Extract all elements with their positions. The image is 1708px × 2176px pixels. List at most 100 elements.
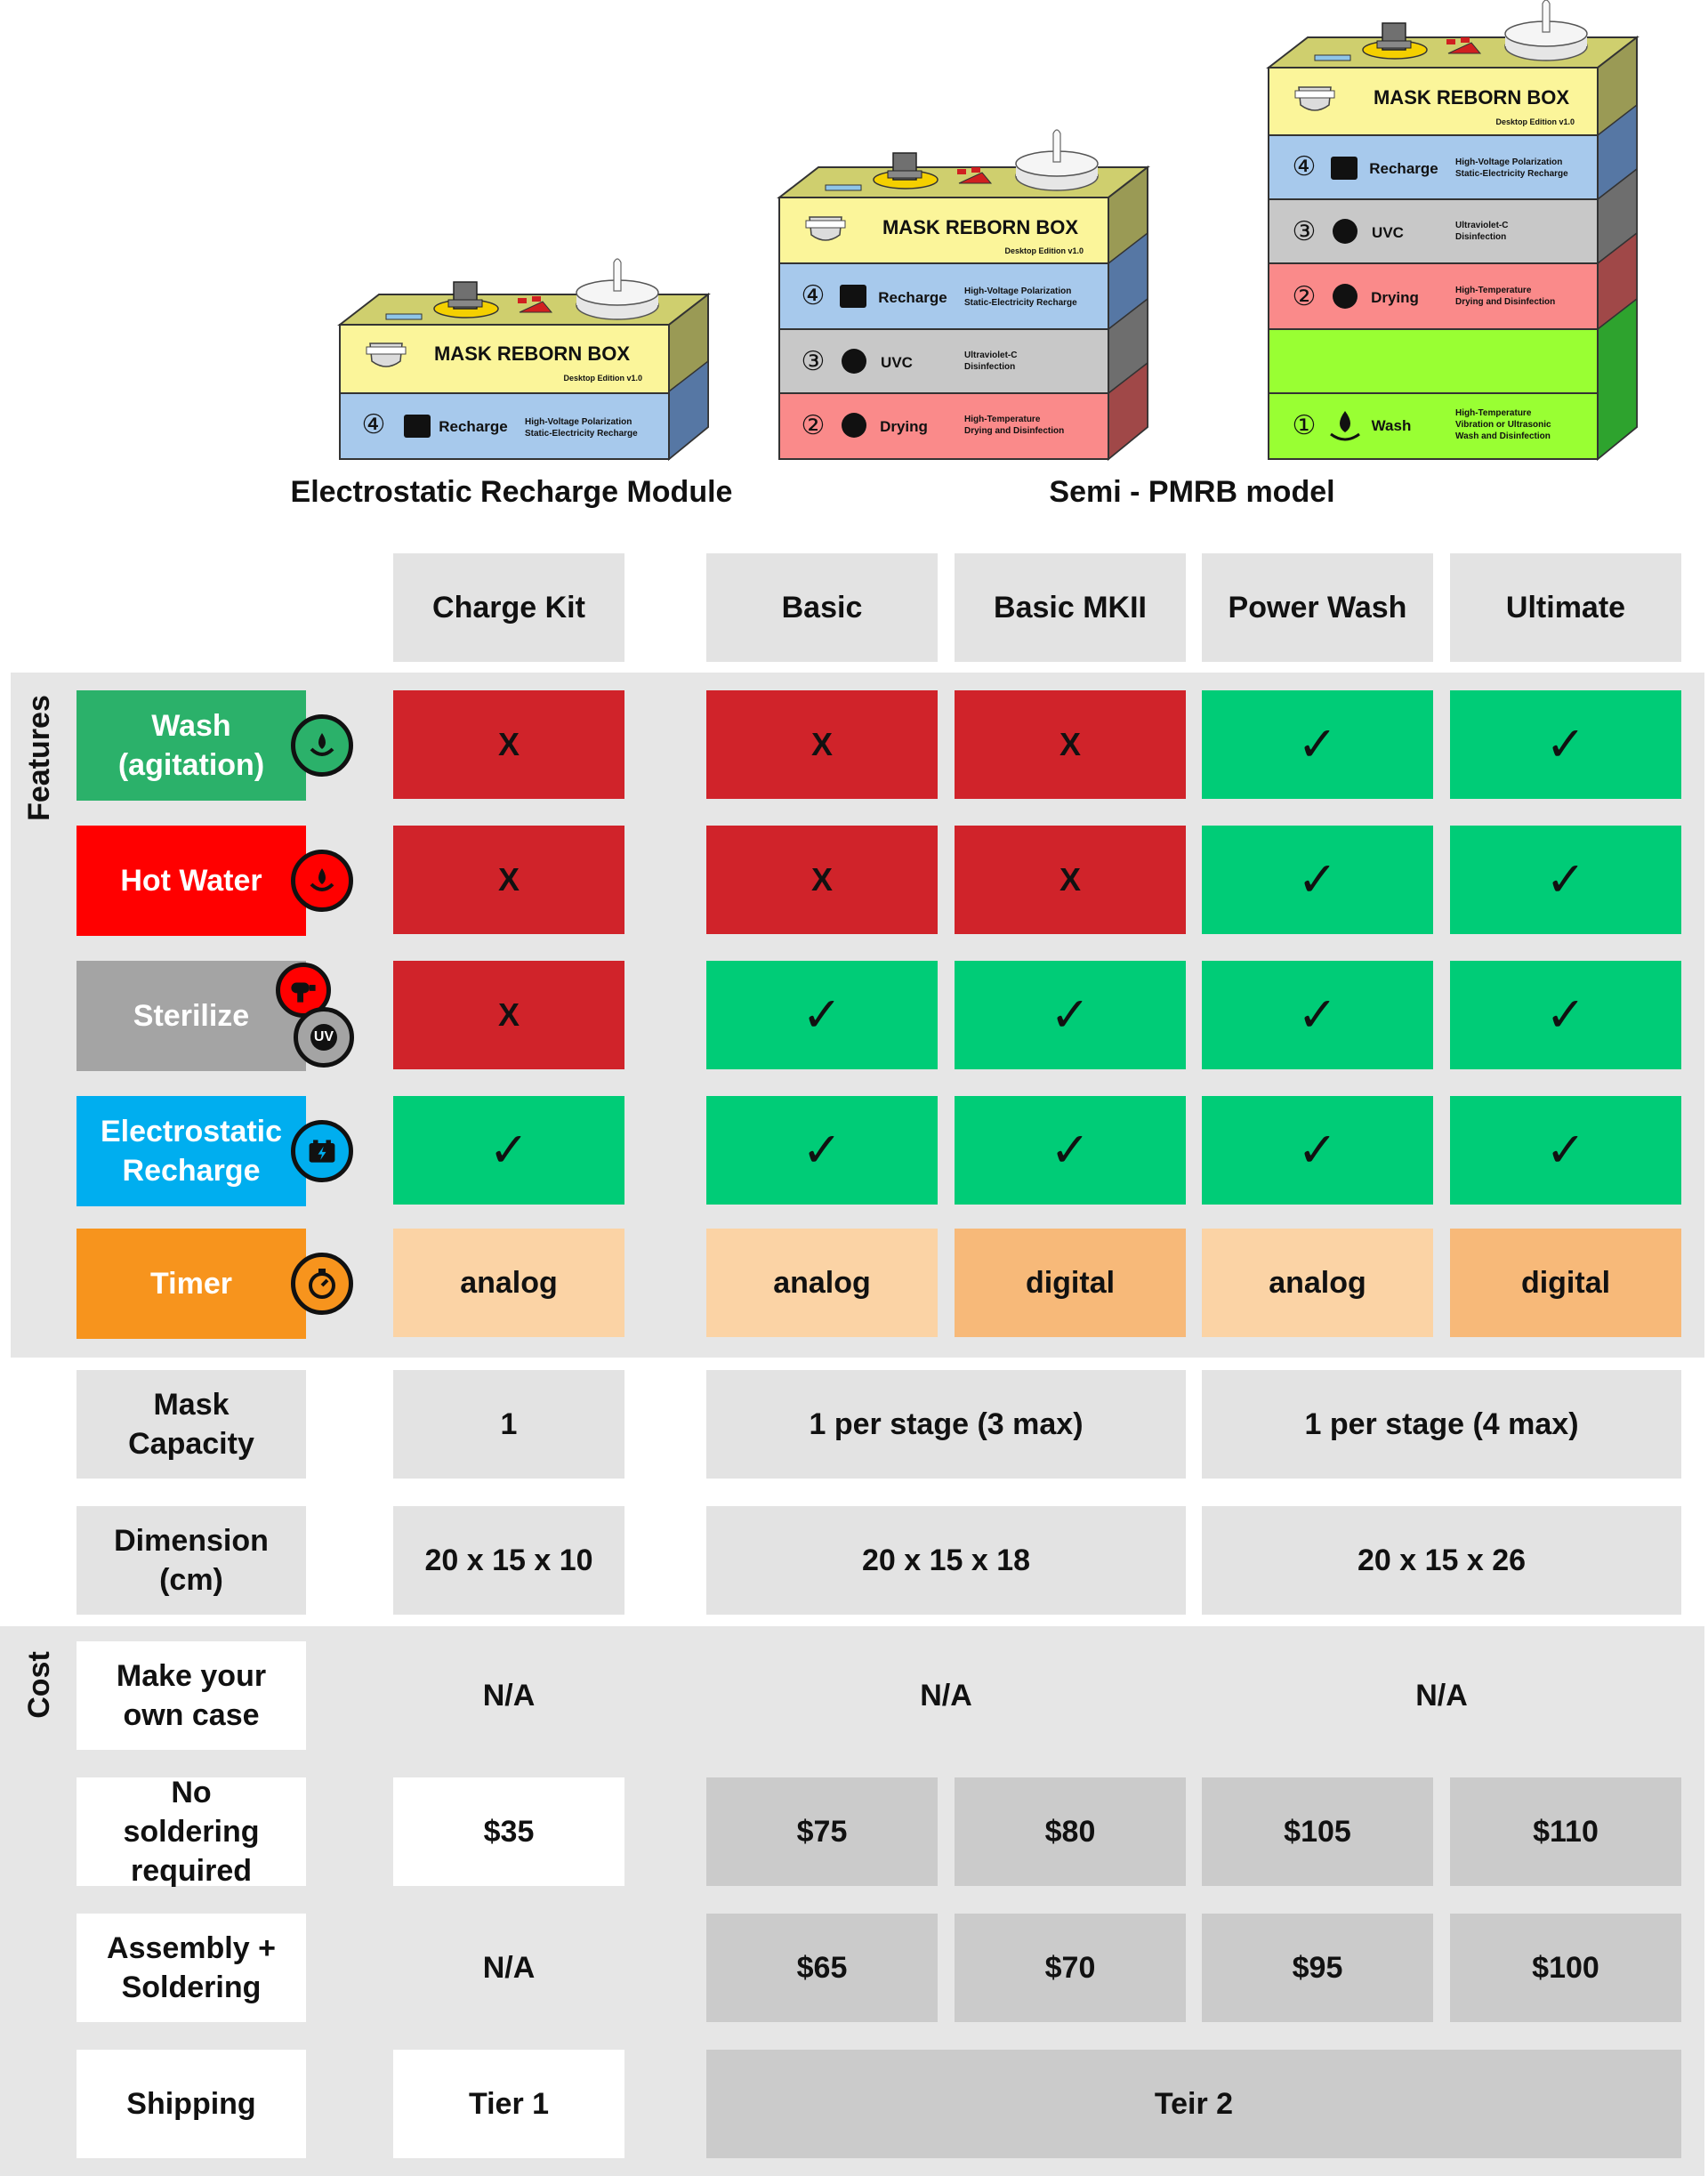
cell-capacity-power-wash: 1 per stage (4 max) <box>1202 1370 1681 1479</box>
cell-recharge-charge-kit: ✓ <box>393 1096 624 1205</box>
svg-text:④: ④ <box>802 280 826 311</box>
caption-recharge-module: Electrostatic Recharge Module <box>290 475 733 509</box>
cell-timer-charge-kit: analog <box>393 1229 624 1337</box>
cell-assembly-ultimate: $100 <box>1450 1914 1681 2022</box>
cell-own-case-charge-kit: N/A <box>482 1678 536 1713</box>
svg-text:Drying and Disinfection: Drying and Disinfection <box>1455 297 1555 307</box>
cell-no-solder-basic-mkii: $80 <box>955 1777 1186 1886</box>
basic-box: MASK REBORN BOX Desktop Edition v1.0 ④ R… <box>777 129 1150 462</box>
timer-icon-glyph <box>309 1269 335 1299</box>
svg-text:Vibration or Ultrasonic: Vibration or Ultrasonic <box>1455 420 1551 430</box>
cell-sterilize-power-wash: ✓ <box>1202 961 1433 1069</box>
cell-shipping-charge-kit: Tier 1 <box>393 2050 624 2158</box>
cell-no-solder-ultimate: $110 <box>1450 1777 1681 1886</box>
timer-icon <box>291 1253 353 1315</box>
power-wash-box: MASK REBORN BOX Desktop Edition v1.0 ④ R… <box>1266 0 1640 462</box>
feature-label-hot-water-text: Hot Water <box>120 863 262 898</box>
cost-side-label: Cost <box>22 1651 56 1719</box>
battery-icon-glyph <box>309 1140 335 1163</box>
column-header-ultimate: Ultimate <box>1450 553 1681 662</box>
cell-timer-basic: analog <box>706 1229 938 1337</box>
cell-no-solder-basic: $75 <box>706 1777 938 1886</box>
cell-timer-ultimate: digital <box>1450 1229 1681 1337</box>
cell-recharge-ultimate: ✓ <box>1450 1096 1681 1205</box>
cell-wash-power-wash: ✓ <box>1202 690 1433 799</box>
feature-label-sterilize: Sterilize <box>77 961 306 1071</box>
svg-text:UVC: UVC <box>881 354 913 371</box>
svg-text:MASK REBORN BOX: MASK REBORN BOX <box>1374 86 1569 109</box>
svg-text:High-Voltage Polarization: High-Voltage Polarization <box>525 417 632 427</box>
cell-assembly-charge-kit: N/A <box>482 1950 536 1985</box>
svg-text:③: ③ <box>1293 216 1317 247</box>
feature-label-hot-water: Hot Water <box>77 826 306 936</box>
cell-wash-basic-mkii: X <box>955 690 1186 799</box>
column-header-basic-mkii: Basic MKII <box>955 553 1186 662</box>
svg-text:High-Voltage Polarization: High-Voltage Polarization <box>964 286 1071 296</box>
dryer-icon-glyph <box>291 982 316 1003</box>
svg-text:High-Temperature: High-Temperature <box>1455 408 1532 418</box>
svg-text:Drying: Drying <box>880 418 928 435</box>
cell-no-solder-power-wash: $105 <box>1202 1777 1433 1886</box>
cell-dimension-charge-kit: 20 x 15 x 10 <box>393 1506 624 1615</box>
cell-sterilize-ultimate: ✓ <box>1450 961 1681 1069</box>
svg-text:①: ① <box>1293 410 1317 441</box>
feature-label-timer: Timer <box>77 1229 306 1339</box>
svg-text:Desktop Edition v1.0: Desktop Edition v1.0 <box>563 374 642 383</box>
column-header-power-wash: Power Wash <box>1202 553 1433 662</box>
cell-assembly-power-wash: $95 <box>1202 1914 1433 2022</box>
svg-text:Wash and Disinfection: Wash and Disinfection <box>1455 431 1551 441</box>
cell-hot-water-power-wash: ✓ <box>1202 826 1433 934</box>
feature-label-sterilize-text: Sterilize <box>133 998 250 1033</box>
cell-recharge-basic-mkii: ✓ <box>955 1096 1186 1205</box>
cell-wash-basic: X <box>706 690 938 799</box>
svg-text:④: ④ <box>1293 151 1317 182</box>
hot-water-icon <box>291 850 353 912</box>
cell-own-case-basic: N/A <box>920 1678 972 1713</box>
box-illustrations: MASK REBORN BOX Desktop Edition v1.0 ④ R… <box>337 0 1640 462</box>
svg-text:Static-Electricity Recharge: Static-Electricity Recharge <box>1455 169 1568 179</box>
cell-hot-water-ultimate: ✓ <box>1450 826 1681 934</box>
svg-text:Static-Electricity Recharge: Static-Electricity Recharge <box>525 429 638 439</box>
svg-text:④: ④ <box>362 409 386 440</box>
cell-dimension-power-wash: 20 x 15 x 26 <box>1202 1506 1681 1615</box>
row-label-assembly-soldering: Assembly + Soldering <box>77 1914 306 2022</box>
svg-text:MASK REBORN BOX: MASK REBORN BOX <box>434 343 630 365</box>
cell-dimension-basic: 20 x 15 x 18 <box>706 1506 1186 1615</box>
svg-text:High-Voltage Polarization: High-Voltage Polarization <box>1455 157 1562 167</box>
svg-text:Disinfection: Disinfection <box>964 362 1015 372</box>
cell-capacity-charge-kit: 1 <box>393 1370 624 1479</box>
cell-recharge-power-wash: ✓ <box>1202 1096 1433 1205</box>
row-label-mask-capacity: Mask Capacity <box>77 1370 306 1479</box>
column-header-charge-kit: Charge Kit <box>393 553 624 662</box>
hot-water-icon-glyph <box>310 868 334 891</box>
battery-icon <box>291 1120 353 1182</box>
svg-text:Desktop Edition v1.0: Desktop Edition v1.0 <box>1004 246 1084 255</box>
feature-label-electrostatic-recharge-text: Electrostatic Recharge <box>100 1114 283 1188</box>
wash-icon-glyph <box>310 733 334 756</box>
wash-icon <box>291 714 353 777</box>
feature-label-wash-text: Wash (agitation) <box>117 708 265 782</box>
cell-own-case-power-wash: N/A <box>1415 1678 1468 1713</box>
svg-text:②: ② <box>802 410 826 441</box>
row-label-no-soldering: No soldering required <box>77 1776 306 1888</box>
svg-text:MASK REBORN BOX: MASK REBORN BOX <box>882 216 1078 238</box>
cell-shipping-rest: Teir 2 <box>706 2050 1681 2158</box>
svg-text:Disinfection: Disinfection <box>1455 232 1506 242</box>
cell-assembly-basic-mkii: $70 <box>955 1914 1186 2022</box>
recharge-module-box: MASK REBORN BOX Desktop Edition v1.0 ④ R… <box>337 258 711 462</box>
svg-text:Static-Electricity Recharge: Static-Electricity Recharge <box>964 298 1077 308</box>
feature-label-timer-text: Timer <box>150 1266 232 1301</box>
row-label-shipping: Shipping <box>77 2050 306 2158</box>
cell-timer-basic-mkii: digital <box>955 1229 1186 1337</box>
svg-text:②: ② <box>1293 281 1317 312</box>
cell-recharge-basic: ✓ <box>706 1096 938 1205</box>
cell-wash-ultimate: ✓ <box>1450 690 1681 799</box>
svg-text:Desktop Edition v1.0: Desktop Edition v1.0 <box>1495 117 1575 126</box>
svg-text:High-Temperature: High-Temperature <box>964 415 1041 424</box>
cell-wash-charge-kit: X <box>393 690 624 799</box>
features-side-label: Features <box>22 695 56 821</box>
feature-label-wash: Wash (agitation) <box>77 690 306 801</box>
svg-text:Recharge: Recharge <box>1369 160 1438 177</box>
column-header-basic: Basic <box>706 553 938 662</box>
row-label-dimension: Dimension (cm) <box>77 1506 306 1615</box>
